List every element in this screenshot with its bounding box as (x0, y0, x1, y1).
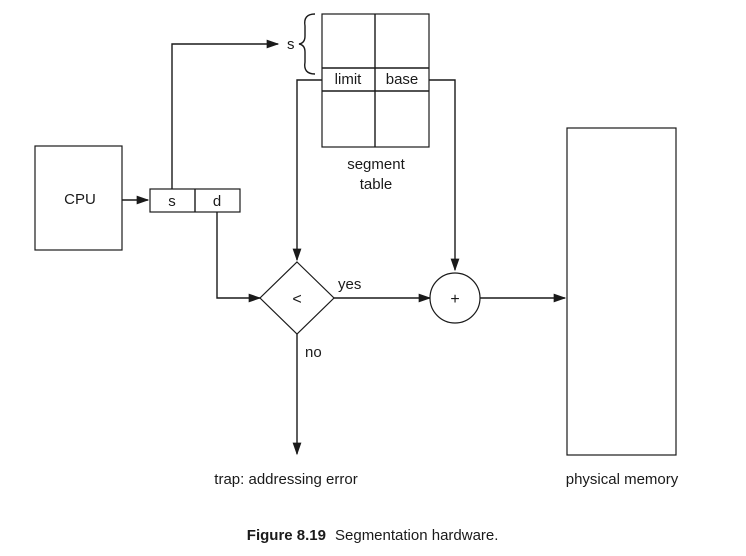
cpu-box (34, 145, 123, 251)
figure-number: Figure 8.19 (247, 527, 326, 544)
limit-label: limit (335, 71, 362, 88)
comparator-symbol: < (292, 291, 301, 308)
physical-memory-box (566, 127, 677, 456)
segment-table-caption-2: table (360, 176, 393, 193)
yes-label: yes (338, 276, 361, 293)
physical-memory-label: physical memory (566, 471, 679, 488)
adder-symbol: + (450, 291, 459, 308)
s-to-table-arrow (171, 39, 280, 189)
no-label: no (305, 344, 322, 361)
limit-to-comparator-arrow (292, 79, 322, 262)
base-to-adder-arrow (429, 79, 460, 272)
address-s-label: s (168, 193, 176, 210)
trap-label: trap: addressing error (214, 471, 357, 488)
cpu-label: CPU (64, 191, 96, 208)
d-to-comparator-arrow (216, 212, 262, 303)
selector-brace (298, 13, 316, 75)
base-label: base (386, 71, 419, 88)
address-d-label: d (213, 193, 221, 210)
segment-table-caption-1: segment (347, 156, 405, 173)
figure-title: Segmentation hardware. (335, 527, 498, 544)
selector-s-label: s (287, 36, 295, 53)
